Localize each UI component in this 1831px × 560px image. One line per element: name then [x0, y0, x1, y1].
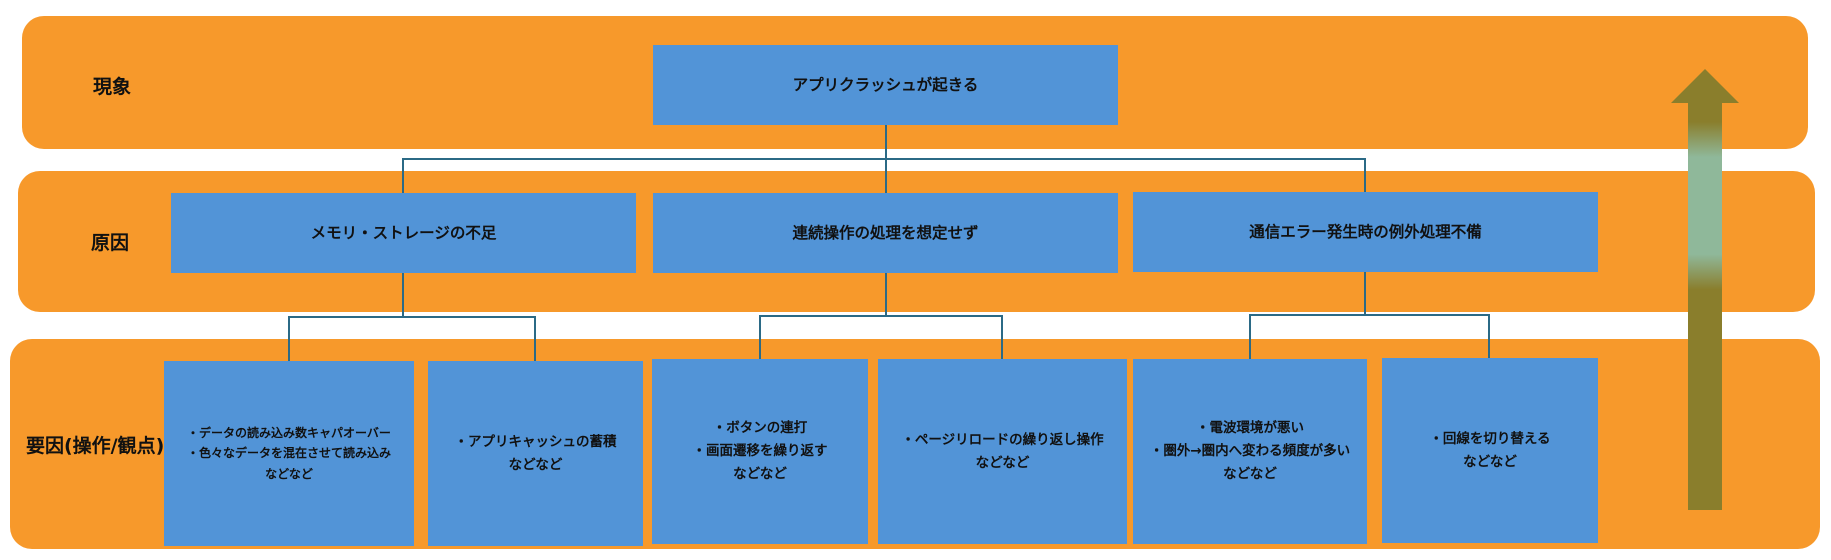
- row-label-phenomenon: 現象: [93, 76, 132, 98]
- factor-text: ・ページリロードの繰り返し操作 などなど: [901, 431, 1104, 471]
- factor-box-button-mash: ・ボタンの連打 ・画面遷移を繰り返す などなど: [652, 359, 868, 544]
- phenomenon-box: アプリクラッシュが起きる: [653, 45, 1118, 125]
- factor-text: ・電波環境が悪い ・圏外→圏内へ変わる頻度が多い などなど: [1149, 420, 1351, 482]
- cause-text: 連続操作の処理を想定せず: [792, 223, 979, 242]
- factor-box-app-cache: ・アプリキャッシュの蓄積 などなど: [428, 361, 643, 546]
- row-label-cause: 原因: [91, 232, 130, 254]
- cause-text: 通信エラー発生時の例外処理不備: [1249, 222, 1482, 241]
- factor-text: ・ボタンの連打 ・画面遷移を繰り返す などなど: [692, 420, 828, 482]
- factor-box-poor-signal: ・電波環境が悪い ・圏外→圏内へ変わる頻度が多い などなど: [1133, 359, 1367, 544]
- phenomenon-text: アプリクラッシュが起きる: [792, 75, 979, 94]
- factor-text: ・アプリキャッシュの蓄積 などなど: [454, 433, 617, 473]
- factor-box-switch-line: ・回線を切り替える などなど: [1382, 358, 1598, 543]
- cause-text: メモリ・ストレージの不足: [310, 223, 497, 242]
- factor-text: ・回線を切り替える などなど: [1429, 430, 1551, 470]
- factor-text: ・データの読み込み数キャパオーバー ・色々なデータを混在させて読み込み などなど: [186, 425, 391, 481]
- factor-box-data-load: ・データの読み込み数キャパオーバー ・色々なデータを混在させて読み込み などなど: [164, 361, 414, 546]
- cause-box-network-error: 通信エラー発生時の例外処理不備: [1133, 192, 1598, 272]
- cause-box-continuous-operation: 連続操作の処理を想定せず: [653, 193, 1118, 273]
- cause-box-memory: メモリ・ストレージの不足: [171, 193, 636, 273]
- factor-box-page-reload: ・ページリロードの繰り返し操作 などなど: [878, 359, 1127, 544]
- row-label-factor: 要因(操作/観点): [26, 435, 165, 457]
- up-arrow-icon: [1671, 69, 1739, 510]
